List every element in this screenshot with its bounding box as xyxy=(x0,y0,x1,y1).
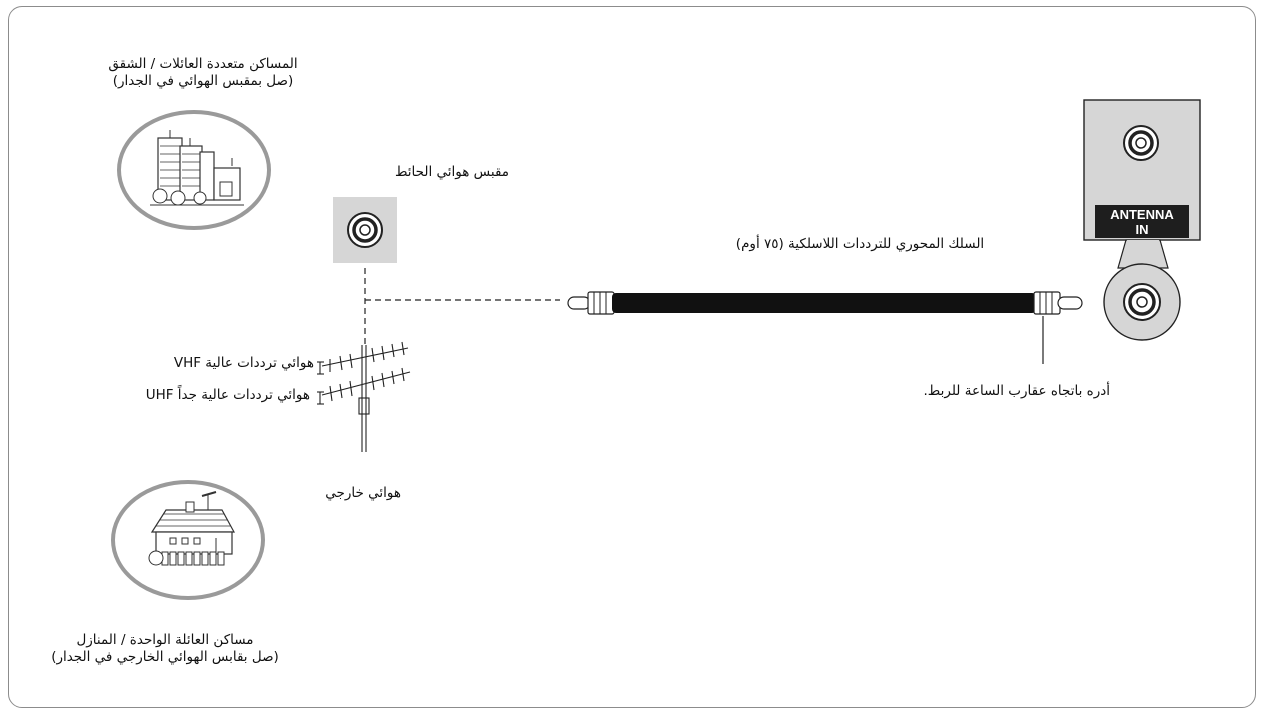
houses-title: مساكن العائلة الواحدة / المنازل xyxy=(76,632,254,648)
wall-jack-icon xyxy=(333,197,397,263)
coax-cable-label: السلك المحوري للترددات اللاسلكية (٧٥ أوم… xyxy=(735,236,985,252)
outdoor-antenna-label: هوائي خارجي xyxy=(325,485,401,501)
houses-label: مساكن العائلة الواحدة / المنازل (صل بقاب… xyxy=(35,632,295,666)
connector-callout xyxy=(1103,239,1181,341)
vhf-antenna-label: هوائي ترددات عالية VHF xyxy=(173,355,314,371)
diagram-frame xyxy=(8,6,1256,708)
dashed-connection xyxy=(364,268,560,345)
houses-subtitle: (صل بقابس الهوائي الخارجي في الجدار) xyxy=(51,649,279,665)
apartments-subtitle: (صل بمقبس الهوائي في الجدار) xyxy=(112,73,294,89)
turn-clockwise-label: أدره باتجاه عقارب الساعة للربط. xyxy=(923,383,1110,399)
outdoor-antenna-icon xyxy=(317,341,411,452)
apartment-building-illustration xyxy=(117,110,271,230)
apartments-title: المساكن متعددة العائلات / الشقق xyxy=(108,56,298,72)
apartments-label: المساكن متعددة العائلات / الشقق (صل بمقب… xyxy=(88,56,318,90)
house-illustration xyxy=(111,480,265,600)
antenna-in-label: ANTENNA IN xyxy=(1095,205,1189,238)
uhf-antenna-label: هوائي ترددات عالية جداً UHF xyxy=(145,387,310,403)
antenna-in-line2: IN xyxy=(1135,222,1149,237)
antenna-in-line1: ANTENNA xyxy=(1110,207,1174,222)
wall-jack-label: مقبس هوائي الحائط xyxy=(394,164,509,180)
coax-cable xyxy=(567,291,1083,364)
